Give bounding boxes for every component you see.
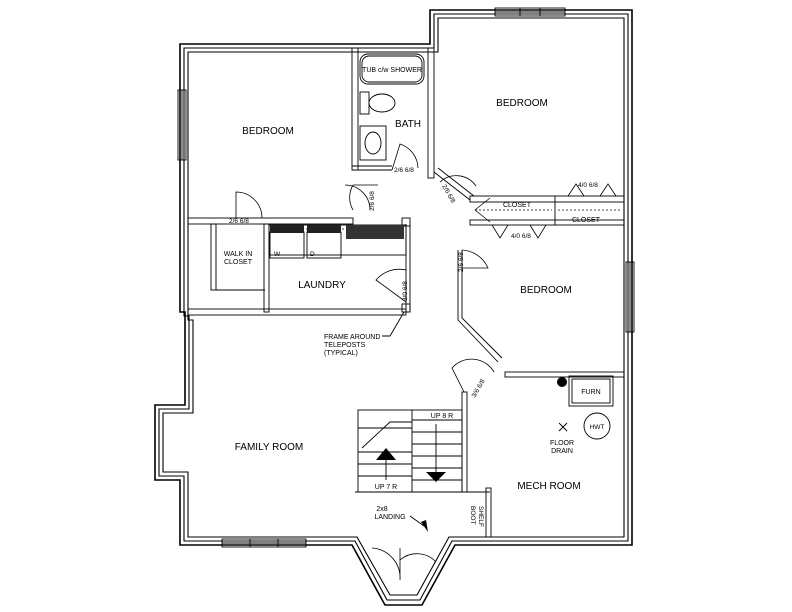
label-mech-room: MECH ROOM xyxy=(517,481,580,492)
door-label-bed3: 2/6 6/8 xyxy=(458,252,465,272)
label-walk-in-1: WALK IN xyxy=(224,251,253,258)
label-hwt: HWT xyxy=(590,424,605,431)
label-bedroom-1: BEDROOM xyxy=(242,126,294,137)
door-label-laundry: 3/0 6/8 xyxy=(402,281,409,301)
door-label-walkin: 2/6 6/8 xyxy=(229,218,249,225)
label-furn: FURN xyxy=(581,389,600,396)
label-laundry: LAUNDRY xyxy=(298,280,346,291)
laundry-fixtures xyxy=(268,224,407,259)
note-frame-3: (TYPICAL) xyxy=(324,350,358,357)
note-shelf: SHELF xyxy=(477,506,484,527)
label-dryer: D xyxy=(310,251,315,258)
door-label-bed2: 2/6 6/8 xyxy=(440,184,456,205)
notes: FRAME AROUND TELEPOSTS (TYPICAL) UP 8 R … xyxy=(324,311,484,527)
door-swings xyxy=(235,143,617,581)
room-labels: BEDROOM BEDROOM BEDROOM BATH TUB c/w SHO… xyxy=(224,67,605,492)
label-bath: BATH xyxy=(395,119,421,130)
door-label-mech: 3/6 6/8 xyxy=(471,378,487,399)
label-walk-in-2: CLOSET xyxy=(224,259,253,266)
door-label-bath: 2/6 6/8 xyxy=(394,167,414,174)
label-bedroom-3: BEDROOM xyxy=(520,285,572,296)
interior-walls xyxy=(187,47,625,538)
note-up-8r: UP 8 R xyxy=(431,413,453,420)
label-washer: W xyxy=(274,251,281,258)
door-label-bed1: 2/6 6/8 xyxy=(369,191,376,211)
label-closet-2: CLOSET xyxy=(572,217,601,224)
label-tub: TUB c/w SHOWER xyxy=(362,67,422,74)
door-label-closet-mid: 4/0 6/8 xyxy=(511,233,531,240)
exterior-walls xyxy=(154,9,633,606)
note-up-7r: UP 7 R xyxy=(375,484,397,491)
note-landing-2: LANDING xyxy=(374,514,405,521)
bath-fixtures xyxy=(359,53,425,161)
stairs xyxy=(358,410,462,532)
windows xyxy=(177,7,635,548)
label-floor-drain-2: DRAIN xyxy=(551,448,573,455)
note-boot: BOOT xyxy=(469,506,476,524)
label-bedroom-2: BEDROOM xyxy=(496,98,548,109)
label-closet-1: CLOSET xyxy=(503,202,532,209)
closet-shelves xyxy=(215,209,622,288)
note-landing-1: 2x8 xyxy=(376,506,387,513)
note-frame-2: TELEPOSTS xyxy=(324,342,366,349)
label-family-room: FAMILY ROOM xyxy=(235,442,304,453)
note-frame-1: FRAME AROUND xyxy=(324,334,380,341)
door-label-closet-top: 4/0 6/8 xyxy=(578,182,598,189)
label-floor-drain-1: FLOOR xyxy=(550,440,574,447)
mech-fixtures xyxy=(557,375,614,440)
